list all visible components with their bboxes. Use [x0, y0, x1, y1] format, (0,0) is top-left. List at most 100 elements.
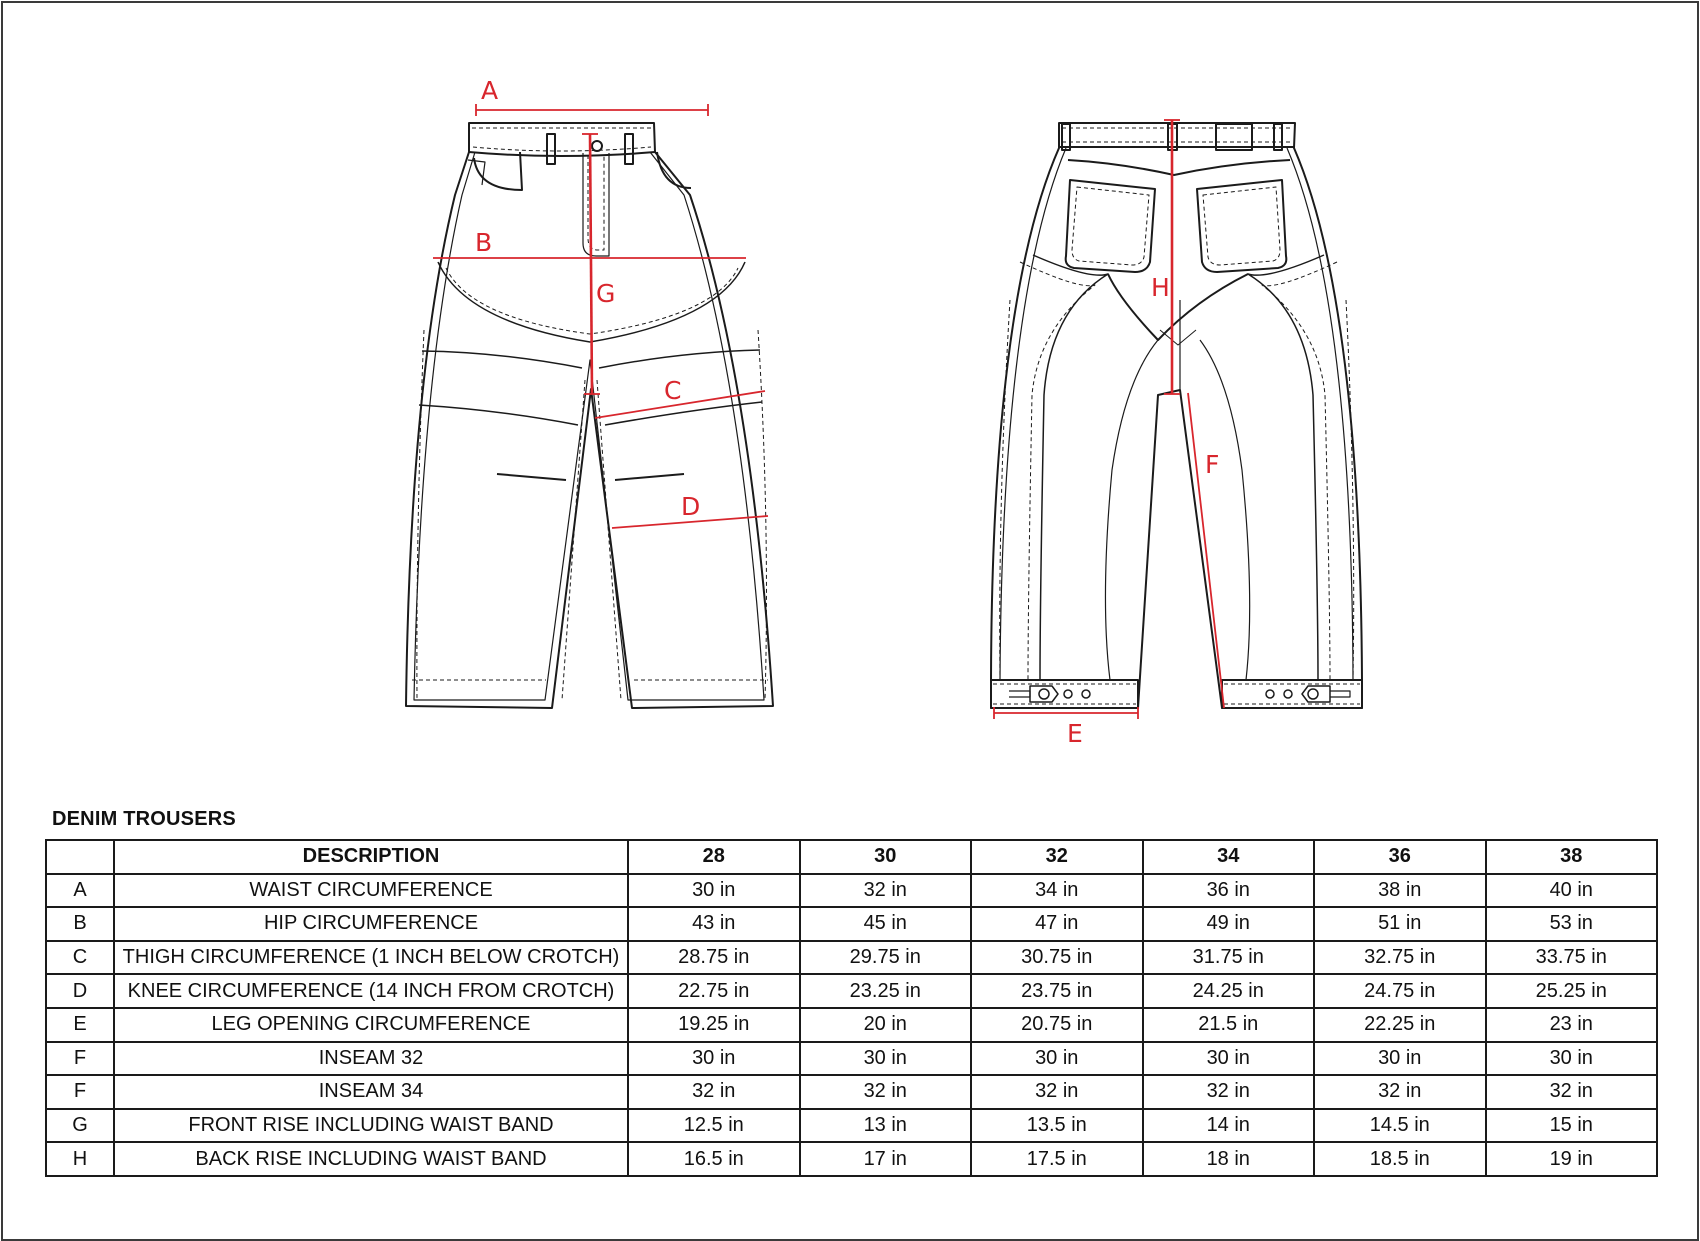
row-value: 23.25 in	[798, 973, 972, 1009]
row-value: 30 in	[798, 1040, 972, 1077]
front-measure-lines	[433, 104, 769, 529]
row-value: 22.25 in	[1313, 1006, 1487, 1043]
label-e: E	[1067, 719, 1083, 748]
row-value: 30 in	[970, 1040, 1144, 1077]
back-measure-lines	[993, 119, 1225, 719]
row-key: D	[45, 973, 115, 1009]
row-value: 29.75 in	[798, 939, 972, 976]
row-value: 40 in	[1484, 872, 1658, 909]
row-value: 14.5 in	[1313, 1107, 1487, 1144]
spec-table-title: DENIM TROUSERS	[52, 808, 236, 830]
row-value: 18 in	[1141, 1141, 1315, 1177]
label-g: G	[596, 279, 615, 308]
row-value: 32 in	[970, 1074, 1144, 1110]
row-value: 38 in	[1313, 872, 1487, 909]
row-value: 49 in	[1141, 906, 1315, 942]
label-b: B	[475, 228, 492, 257]
row-value: 19.25 in	[627, 1006, 801, 1043]
row-value: 14 in	[1141, 1107, 1315, 1144]
row-value: 19 in	[1484, 1141, 1658, 1177]
row-value: 30 in	[627, 1040, 801, 1077]
row-key: G	[45, 1107, 115, 1144]
row-key: H	[45, 1141, 115, 1177]
row-value: 18.5 in	[1313, 1141, 1487, 1177]
row-key: F	[45, 1040, 115, 1077]
row-value: 30 in	[1313, 1040, 1487, 1077]
row-value: 45 in	[798, 906, 972, 942]
row-description: BACK RISE INCLUDING WAIST BAND	[113, 1141, 629, 1177]
row-value: 32 in	[798, 872, 972, 909]
row-value: 34 in	[970, 872, 1144, 909]
row-value: 21.5 in	[1141, 1006, 1315, 1043]
row-value: 33.75 in	[1484, 939, 1658, 976]
header-size: 38	[1484, 839, 1658, 875]
row-value: 25.25 in	[1484, 973, 1658, 1009]
table-header-row: DESCRIPTION 28 30 32 34 36 38	[45, 839, 1658, 875]
row-value: 31.75 in	[1141, 939, 1315, 976]
row-description: FRONT RISE INCLUDING WAIST BAND	[113, 1107, 629, 1144]
row-value: 32.75 in	[1313, 939, 1487, 976]
technical-sketch: A B C D G	[405, 76, 1363, 748]
header-size: 34	[1141, 839, 1315, 875]
row-value: 51 in	[1313, 906, 1487, 942]
row-value: 32 in	[798, 1074, 972, 1110]
row-value: 32 in	[1141, 1074, 1315, 1110]
row-value: 43 in	[627, 906, 801, 942]
label-h: H	[1151, 273, 1170, 302]
row-key: F	[45, 1074, 115, 1110]
row-value: 30 in	[627, 872, 801, 909]
row-value: 32 in	[1484, 1074, 1658, 1110]
row-value: 15 in	[1484, 1107, 1658, 1144]
label-f: F	[1205, 450, 1219, 479]
row-description: WAIST CIRCUMFERENCE	[113, 872, 629, 909]
row-description: INSEAM 32	[113, 1040, 629, 1077]
back-view-drawing	[990, 122, 1363, 709]
row-key: C	[45, 939, 115, 976]
row-value: 13 in	[798, 1107, 972, 1144]
row-value: 24.25 in	[1141, 973, 1315, 1009]
row-value: 20 in	[798, 1006, 972, 1043]
row-description: HIP CIRCUMFERENCE	[113, 906, 629, 942]
row-value: 24.75 in	[1313, 973, 1487, 1009]
row-value: 53 in	[1484, 906, 1658, 942]
row-description: THIGH CIRCUMFERENCE (1 INCH BELOW CROTCH…	[113, 939, 629, 976]
header-size: 28	[627, 839, 801, 875]
row-key: B	[45, 906, 115, 942]
row-value: 23.75 in	[970, 973, 1144, 1009]
header-description: DESCRIPTION	[113, 839, 629, 875]
row-value: 47 in	[970, 906, 1144, 942]
row-value: 12.5 in	[627, 1107, 801, 1144]
row-value: 32 in	[627, 1074, 801, 1110]
row-key: A	[45, 872, 115, 909]
row-value: 36 in	[1141, 872, 1315, 909]
header-size: 36	[1313, 839, 1487, 875]
row-key: E	[45, 1006, 115, 1043]
row-value: 30 in	[1141, 1040, 1315, 1077]
label-c: C	[664, 376, 681, 405]
row-value: 30 in	[1484, 1040, 1658, 1077]
row-value: 13.5 in	[970, 1107, 1144, 1144]
row-value: 22.75 in	[627, 973, 801, 1009]
row-description: INSEAM 34	[113, 1074, 629, 1110]
row-value: 17.5 in	[970, 1141, 1144, 1177]
row-value: 30.75 in	[970, 939, 1144, 976]
label-d: D	[681, 492, 700, 521]
row-value: 32 in	[1313, 1074, 1487, 1110]
label-a: A	[481, 76, 498, 105]
row-value: 28.75 in	[627, 939, 801, 976]
header-size: 30	[798, 839, 972, 875]
row-value: 17 in	[798, 1141, 972, 1177]
row-value: 16.5 in	[627, 1141, 801, 1177]
header-key	[45, 839, 115, 875]
row-description: LEG OPENING CIRCUMFERENCE	[113, 1006, 629, 1043]
